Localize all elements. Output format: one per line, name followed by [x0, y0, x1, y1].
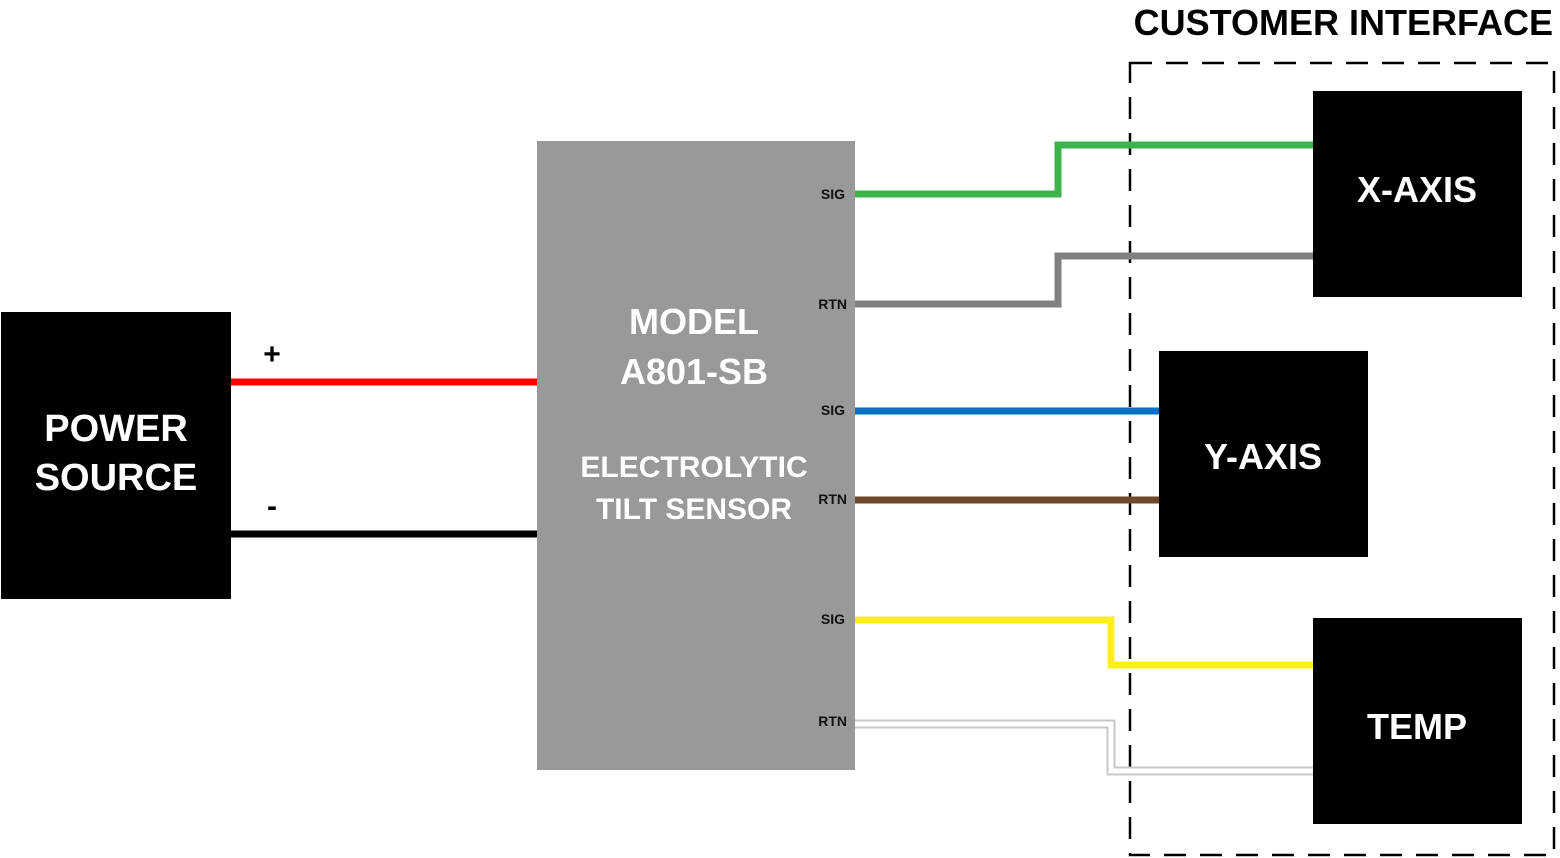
temp-label: TEMP	[1367, 706, 1467, 747]
temp-sig-wire	[855, 616, 1315, 669]
pin-label-y-sig: SIG	[821, 402, 845, 418]
customer-interface-title: CUSTOMER INTERFACE	[1134, 2, 1553, 43]
temp-box	[1313, 618, 1522, 824]
power-source-box	[1, 312, 231, 599]
x-axis-rtn-wire	[855, 252, 1315, 308]
positive-label: +	[263, 338, 281, 371]
pin-label-y-rtn: RTN	[818, 491, 847, 507]
y-axis-box	[1159, 351, 1368, 557]
x-axis-box	[1313, 91, 1522, 297]
pin-label-x-sig: SIG	[821, 186, 845, 202]
sensor-description-line2: TILT SENSOR	[596, 493, 792, 526]
pin-label-temp-rtn: RTN	[818, 713, 847, 729]
x-axis-sig-wire	[855, 141, 1315, 198]
negative-label: -	[267, 490, 277, 523]
power-source-label-line1: POWER	[44, 408, 188, 450]
temp-rtn-wire-outline	[855, 719, 1315, 776]
customer-interface-region	[1128, 61, 1556, 857]
sensor-body	[537, 141, 855, 770]
sensor-model-line2: A801-SB	[620, 351, 768, 392]
power-source-label-line2: SOURCE	[35, 457, 198, 499]
pin-label-x-rtn: RTN	[818, 296, 847, 312]
pin-label-temp-sig: SIG	[821, 611, 845, 627]
sensor-model-line1: MODEL	[629, 301, 759, 342]
x-axis-label: X-AXIS	[1357, 169, 1477, 210]
sensor-description-line1: ELECTROLYTIC	[580, 451, 807, 484]
y-axis-label: Y-AXIS	[1204, 436, 1322, 477]
temp-rtn-wire	[855, 721, 1315, 774]
